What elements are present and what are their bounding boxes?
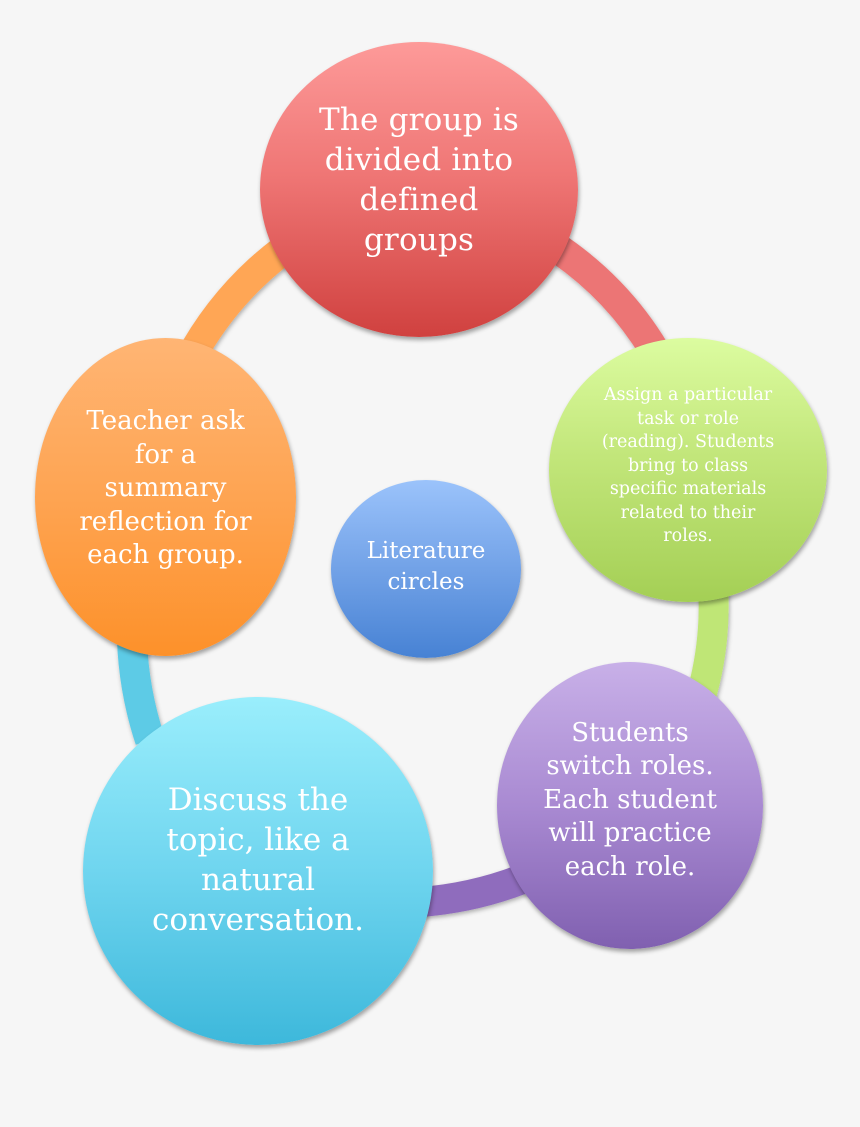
step-node-assign-roles: Assign a particular task or role (readin… (549, 338, 827, 602)
connector-cyan-to-orange (117, 639, 165, 745)
center-node-literature-circles: Literature circles (331, 480, 521, 658)
connector-green-to-purple (685, 584, 729, 705)
step-label-divide-groups: The group is divided into defined groups (318, 101, 520, 258)
center-label: Literature circles (366, 538, 486, 595)
step-node-discuss-topic: Discuss the topic, like a natural conver… (83, 697, 433, 1045)
step-label-assign-roles: Assign a particular task or role (readin… (601, 385, 775, 547)
connector-purple-to-cyan (418, 863, 531, 917)
connector-orange-to-red (183, 232, 299, 356)
step-label-switch-roles: Students switch roles. Each student will… (543, 717, 717, 882)
step-label-summary-reflection: Teacher ask for a summary reflection for… (79, 406, 252, 571)
step-node-switch-roles: Students switch roles. Each student will… (497, 662, 763, 949)
step-label-discuss-topic: Discuss the topic, like a natural conver… (152, 782, 364, 938)
step-node-divide-groups: The group is divided into defined groups (260, 42, 578, 337)
step-node-summary-reflection: Teacher ask for a summary reflection for… (35, 338, 296, 656)
